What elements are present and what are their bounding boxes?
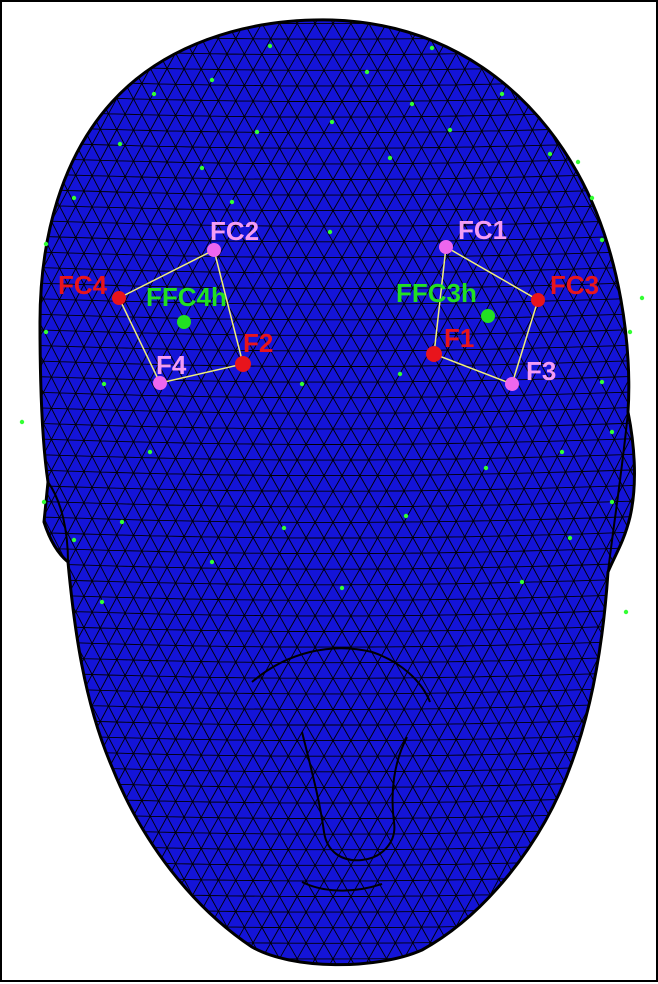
electrode-f3-marker[interactable] <box>505 377 519 391</box>
sensor-point <box>200 166 204 170</box>
sensor-point <box>560 450 564 454</box>
electrode-f2-marker[interactable] <box>235 356 251 372</box>
sensor-point <box>230 200 234 204</box>
sensor-point <box>44 330 48 334</box>
sensor-point <box>610 430 614 434</box>
sensor-point <box>548 152 552 156</box>
sensor-point <box>72 196 76 200</box>
sensor-point <box>72 538 76 542</box>
sensor-point <box>365 70 369 74</box>
sensor-point <box>282 526 286 530</box>
sensor-point <box>330 120 334 124</box>
sensor-point <box>102 382 106 386</box>
electrode-fc4-label: FC4 <box>58 270 108 300</box>
electrode-ffc3h-label: FFC3h <box>396 278 477 308</box>
sensor-point <box>20 420 24 424</box>
head-surface <box>40 20 634 965</box>
electrode-fc4-marker[interactable] <box>112 291 126 305</box>
sensor-point <box>340 586 344 590</box>
electrode-fc2-label: FC2 <box>210 216 259 246</box>
sensor-point <box>118 142 122 146</box>
sensor-point <box>328 230 332 234</box>
sensor-point <box>448 128 452 132</box>
sensor-point <box>404 514 408 518</box>
sensor-point <box>628 330 632 334</box>
sensor-point <box>568 536 572 540</box>
electrode-f2-label: F2 <box>243 328 273 358</box>
sensor-point <box>590 196 594 200</box>
sensor-point <box>255 130 259 134</box>
electrode-fc3-marker[interactable] <box>531 293 545 307</box>
sensor-point <box>600 380 604 384</box>
sensor-point <box>120 520 124 524</box>
sensor-point <box>484 466 488 470</box>
sensor-point <box>148 450 152 454</box>
electrode-ffc3h-marker[interactable] <box>481 309 495 323</box>
sensor-point <box>640 296 644 300</box>
electrode-f3-label: F3 <box>526 356 556 386</box>
sensor-point <box>600 238 604 242</box>
sensor-point <box>398 372 402 376</box>
electrode-f1-label: F1 <box>444 323 474 353</box>
electrode-ffc4h-marker[interactable] <box>177 315 191 329</box>
electrode-fc3-label: FC3 <box>550 270 599 300</box>
electrode-fc1-label: FC1 <box>458 215 507 245</box>
sensor-point <box>42 500 46 504</box>
sensor-point <box>388 156 392 160</box>
sensor-point <box>210 78 214 82</box>
sensor-point <box>410 102 414 106</box>
electrode-f1-marker[interactable] <box>426 346 442 362</box>
sensor-point <box>152 92 156 96</box>
electrode-f4-label: F4 <box>156 350 187 380</box>
sensor-point <box>500 92 504 96</box>
sensor-point <box>268 44 272 48</box>
sensor-point <box>520 580 524 584</box>
sensor-point <box>624 610 628 614</box>
electrode-ffc4h-label: FFC4h <box>146 282 227 312</box>
sensor-point <box>210 560 214 564</box>
sensor-point <box>430 46 434 50</box>
sensor-point <box>100 600 104 604</box>
sensor-point <box>44 242 48 246</box>
sensor-point <box>610 500 614 504</box>
sensor-point <box>576 160 580 164</box>
sensor-point <box>300 382 304 386</box>
electrode-fc1-marker[interactable] <box>439 240 453 254</box>
